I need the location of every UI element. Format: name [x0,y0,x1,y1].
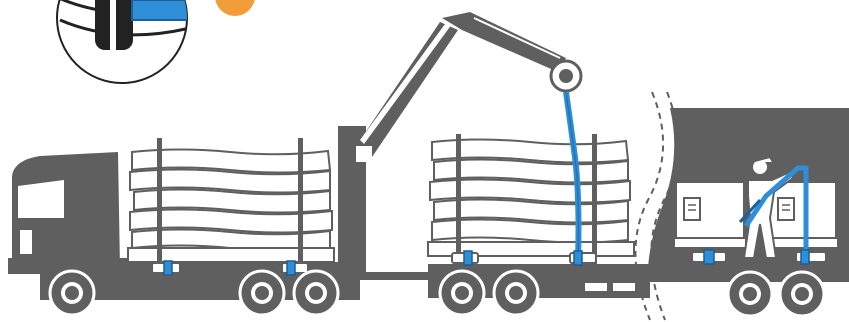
pallet-right [766,182,838,248]
truck-log-load [128,138,334,266]
pallet-left [674,182,746,248]
magnifier-inset-icon [45,0,200,83]
crane-grapple-icon [551,61,581,91]
truck-cab [8,152,128,274]
orange-dot-icon [215,0,255,16]
trailer-log-load [428,134,634,266]
